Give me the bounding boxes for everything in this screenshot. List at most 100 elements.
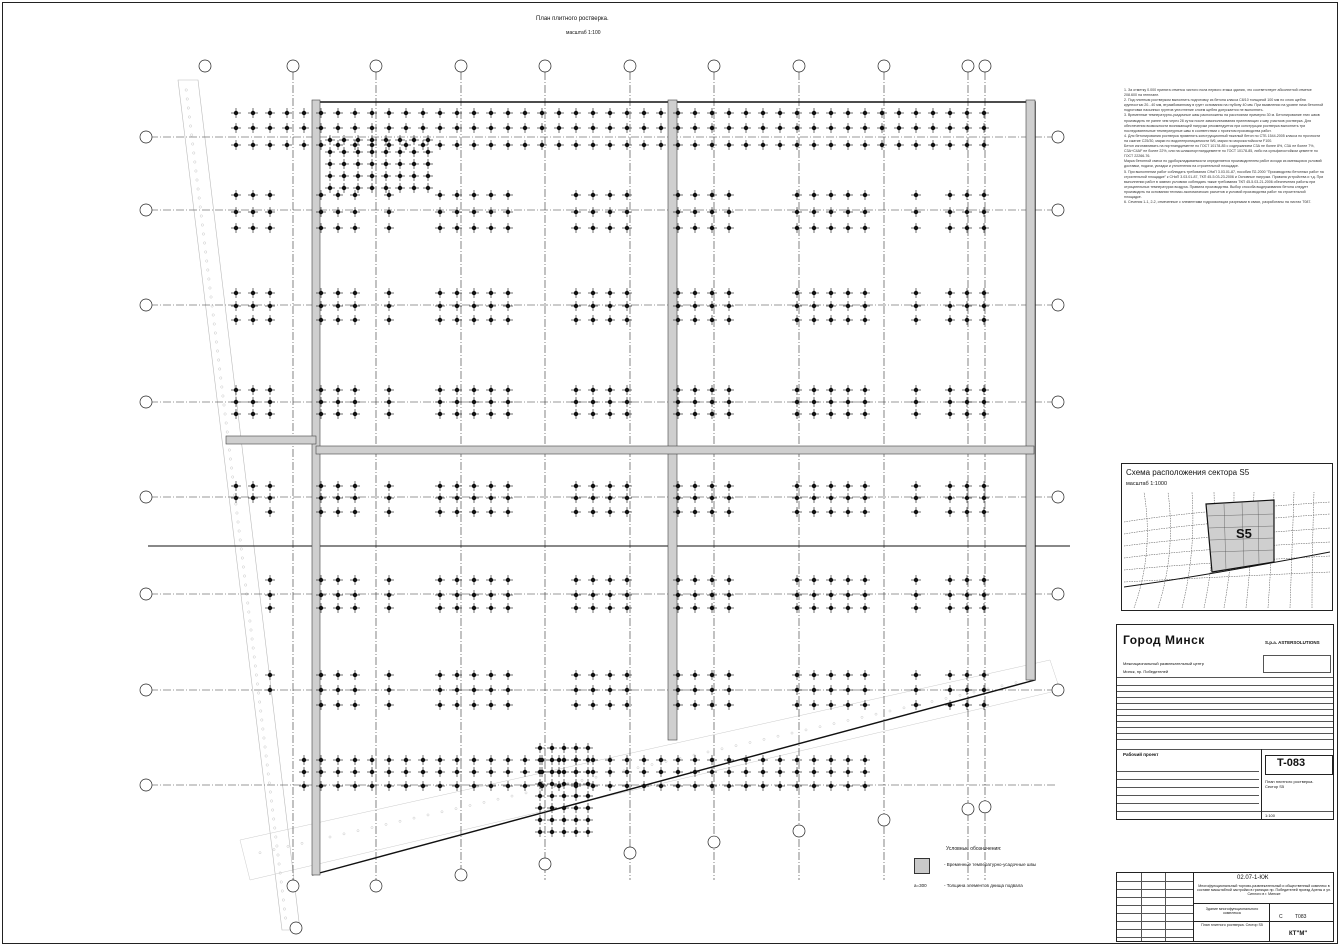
pile: [384, 685, 394, 695]
pile: [588, 315, 598, 325]
schema-title: Схема расположения сектора S5: [1126, 468, 1250, 477]
hatch-dot: [356, 829, 360, 833]
pile: [350, 575, 360, 585]
pile: [792, 140, 802, 150]
pile: [622, 481, 632, 491]
pile: [605, 493, 615, 503]
pile: [350, 755, 360, 765]
pile: [452, 590, 462, 600]
pile: [860, 603, 870, 613]
pile: [690, 301, 700, 311]
pile: [911, 288, 921, 298]
pile: [656, 781, 666, 791]
pile: [469, 700, 479, 710]
pile: [962, 108, 972, 118]
pile: [503, 575, 513, 585]
pile: [401, 108, 411, 118]
pile: [350, 301, 360, 311]
pile: [486, 385, 496, 395]
pile: [248, 207, 258, 217]
pile: [605, 755, 615, 765]
tb2-stage: С: [1279, 914, 1283, 920]
pile: [535, 803, 545, 813]
hatch-dot: [706, 750, 710, 754]
hatch-dot: [262, 736, 266, 740]
pile: [622, 755, 632, 765]
pile: [486, 575, 496, 585]
pile: [381, 159, 391, 169]
pile: [622, 301, 632, 311]
pile: [452, 507, 462, 517]
pile: [775, 755, 785, 765]
pile: [486, 108, 496, 118]
pile: [381, 135, 391, 145]
pile: [571, 223, 581, 233]
pile: [248, 140, 258, 150]
pile: [353, 135, 363, 145]
pile: [435, 223, 445, 233]
pile: [401, 767, 411, 777]
pile: [350, 603, 360, 613]
pile: [384, 223, 394, 233]
pile: [724, 685, 734, 695]
pile: [248, 385, 258, 395]
pile: [843, 223, 853, 233]
hatch-dot: [440, 810, 444, 814]
pile: [673, 315, 683, 325]
pile: [559, 743, 569, 753]
hatch-dot: [300, 842, 304, 845]
pile: [418, 123, 428, 133]
pile: [248, 301, 258, 311]
pile: [707, 397, 717, 407]
hatch-dot: [221, 394, 225, 398]
pile: [469, 123, 479, 133]
pile: [350, 223, 360, 233]
pile: [792, 700, 802, 710]
tb2-sheet: Т083: [1295, 914, 1307, 920]
axis-grid: [150, 72, 1055, 880]
axis-bubble: [1051, 203, 1065, 217]
pile: [622, 397, 632, 407]
pile: [588, 685, 598, 695]
axis-bubble: [707, 835, 721, 849]
pile: [469, 108, 479, 118]
tb2-object: Многофункциональный торгово-развлекатель…: [1196, 884, 1332, 897]
pile: [605, 685, 615, 695]
hatch-dot: [256, 682, 259, 686]
pile: [826, 207, 836, 217]
pile: [571, 743, 581, 753]
pile: [843, 140, 853, 150]
hatch-dot: [259, 709, 263, 713]
pile: [571, 700, 581, 710]
pile: [826, 140, 836, 150]
pile: [231, 315, 241, 325]
pile: [860, 755, 870, 765]
pile: [452, 685, 462, 695]
pile: [559, 767, 569, 777]
pile: [350, 700, 360, 710]
hatch-dot: [426, 813, 430, 817]
pile: [452, 315, 462, 325]
hatch-dot: [188, 115, 191, 119]
pile: [353, 183, 363, 193]
pile: [724, 409, 734, 419]
pile: [350, 481, 360, 491]
pile: [622, 140, 632, 150]
axis-bubble: [877, 59, 891, 73]
pile: [724, 590, 734, 600]
pile: [758, 767, 768, 777]
pile: [860, 409, 870, 419]
hatch-dot: [281, 898, 285, 902]
pile: [639, 755, 649, 765]
pile: [911, 493, 921, 503]
pile: [452, 755, 462, 765]
pile: [707, 301, 717, 311]
pile: [325, 135, 335, 145]
pile: [809, 575, 819, 585]
pile: [469, 140, 479, 150]
axis-bubble: [139, 778, 153, 792]
pile: [673, 385, 683, 395]
axis-bubble: [139, 130, 153, 144]
pile: [554, 140, 564, 150]
pile: [486, 207, 496, 217]
